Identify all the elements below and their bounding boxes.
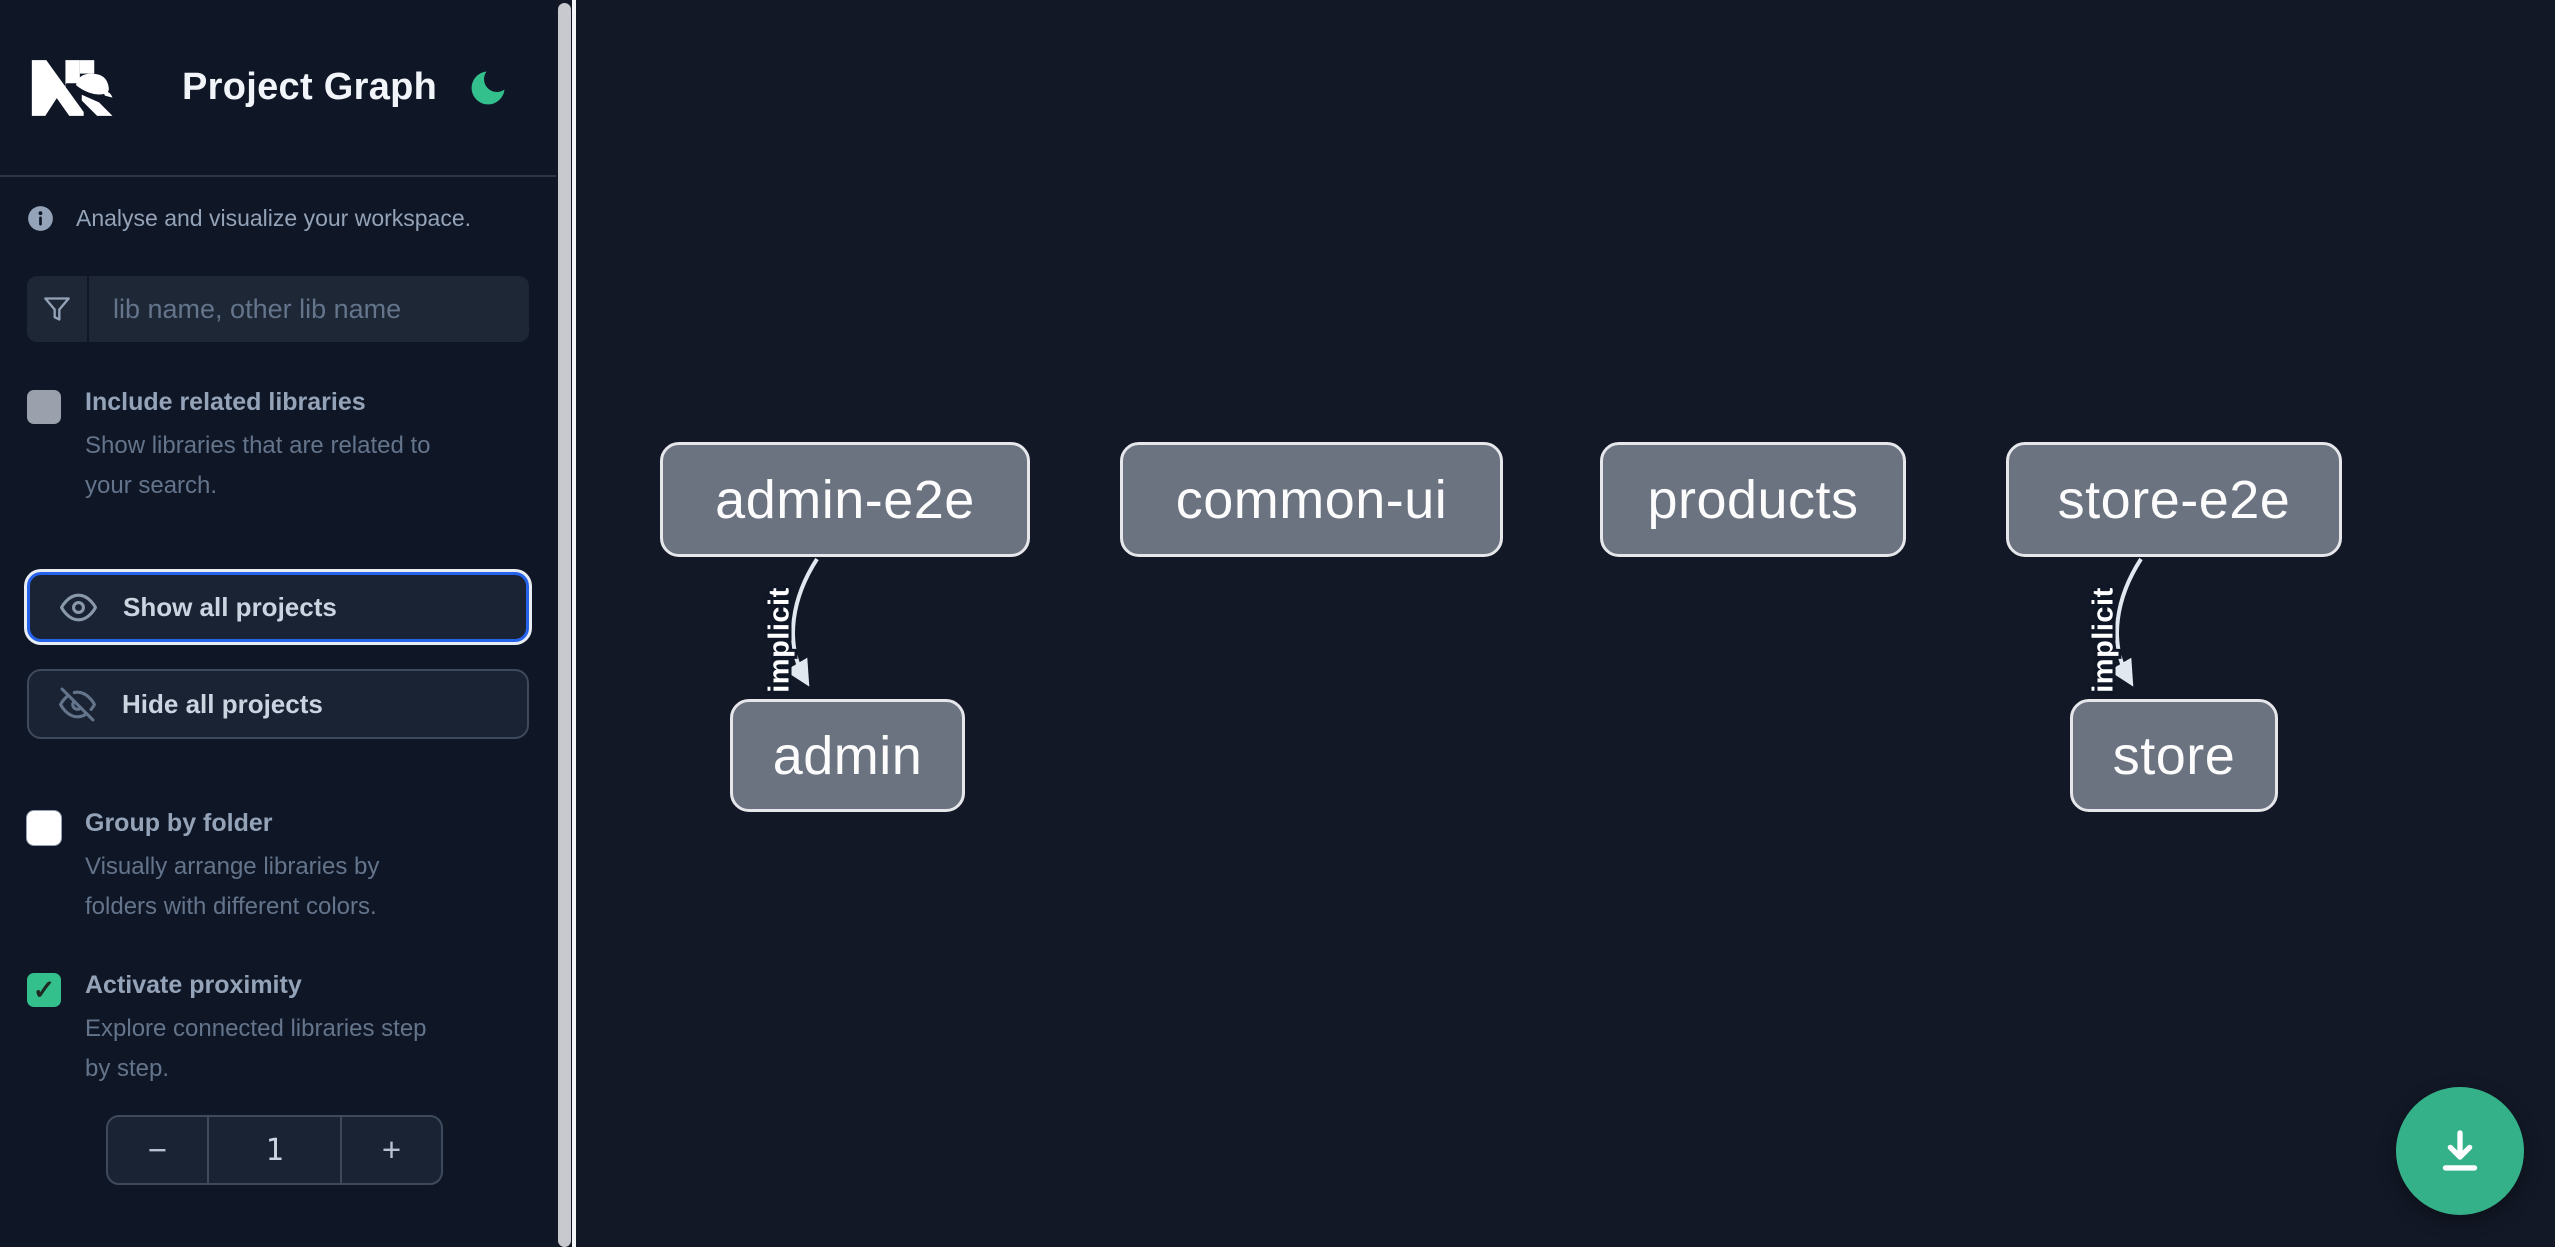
project-graph-canvas[interactable]: implicit implicit admin-e2e common-ui pr… [576,0,2555,1247]
edge-label-implicit: implicit [764,587,796,693]
workspace-info: Analyse and visualize your workspace. [27,205,529,232]
eye-icon [60,593,97,621]
sidebar-sash [556,0,576,1247]
group-by-folder-description: Visually arrange libraries by folders wi… [85,853,380,920]
info-icon [28,206,53,231]
proximity-stepper: − 1 + [106,1115,443,1185]
include-related-checkbox[interactable] [27,390,61,424]
sidebar-scrollbar-thumb[interactable] [558,3,571,1247]
show-all-projects-button[interactable]: Show all projects [27,572,529,642]
include-related-description: Show libraries that are related to your … [85,432,431,499]
graph-node-products[interactable]: products [1600,442,1906,557]
search-box [27,276,529,342]
panel-divider[interactable] [572,0,576,1247]
search-input[interactable] [89,276,529,342]
group-by-folder-checkbox[interactable] [27,811,61,845]
show-all-label: Show all projects [123,591,337,622]
sidebar: Project Graph Analyse and visualize your… [0,0,556,1247]
activate-proximity-description: Explore connected libraries step by step… [85,1015,427,1082]
activate-proximity-label[interactable]: Activate proximity [85,971,302,999]
theme-toggle-button[interactable] [464,64,512,112]
sidebar-body: Analyse and visualize your workspace. In… [0,177,556,1185]
graph-node-common-ui[interactable]: common-ui [1120,442,1503,557]
hide-all-label: Hide all projects [122,688,323,719]
download-graph-button[interactable] [2396,1087,2524,1215]
eye-off-icon [59,687,96,721]
hide-all-projects-button[interactable]: Hide all projects [27,669,529,739]
graph-node-admin-e2e[interactable]: admin-e2e [660,442,1030,557]
graph-edges-layer: implicit implicit [761,557,2143,696]
moon-icon [471,71,505,104]
nx-logo [31,59,113,116]
download-icon [2442,1130,2478,1171]
activate-proximity-checkbox[interactable] [27,973,61,1007]
include-related-row: Include related libraries Show libraries… [27,388,529,506]
proximity-decrement-button[interactable]: − [108,1117,207,1183]
app-header: Project Graph [0,0,556,177]
graph-node-store[interactable]: store [2070,699,2278,812]
app-title: Project Graph [182,66,438,108]
proximity-depth-value: 1 [207,1117,342,1183]
info-text: Analyse and visualize your workspace. [76,205,472,231]
include-related-label[interactable]: Include related libraries [85,388,366,416]
edge-label-implicit: implicit [2088,587,2120,693]
edge-store-e2e-store[interactable] [2108,557,2143,687]
proximity-increment-button[interactable]: + [342,1117,441,1183]
activate-proximity-row: Activate proximity Explore connected lib… [27,971,529,1089]
filter-icon [27,276,89,342]
graph-node-admin[interactable]: admin [730,699,965,812]
graph-node-store-e2e[interactable]: store-e2e [2006,442,2342,557]
edge-admin-e2e-admin[interactable] [784,557,819,687]
group-by-folder-label[interactable]: Group by folder [85,809,273,837]
group-by-folder-row: Group by folder Visually arrange librari… [27,809,529,927]
